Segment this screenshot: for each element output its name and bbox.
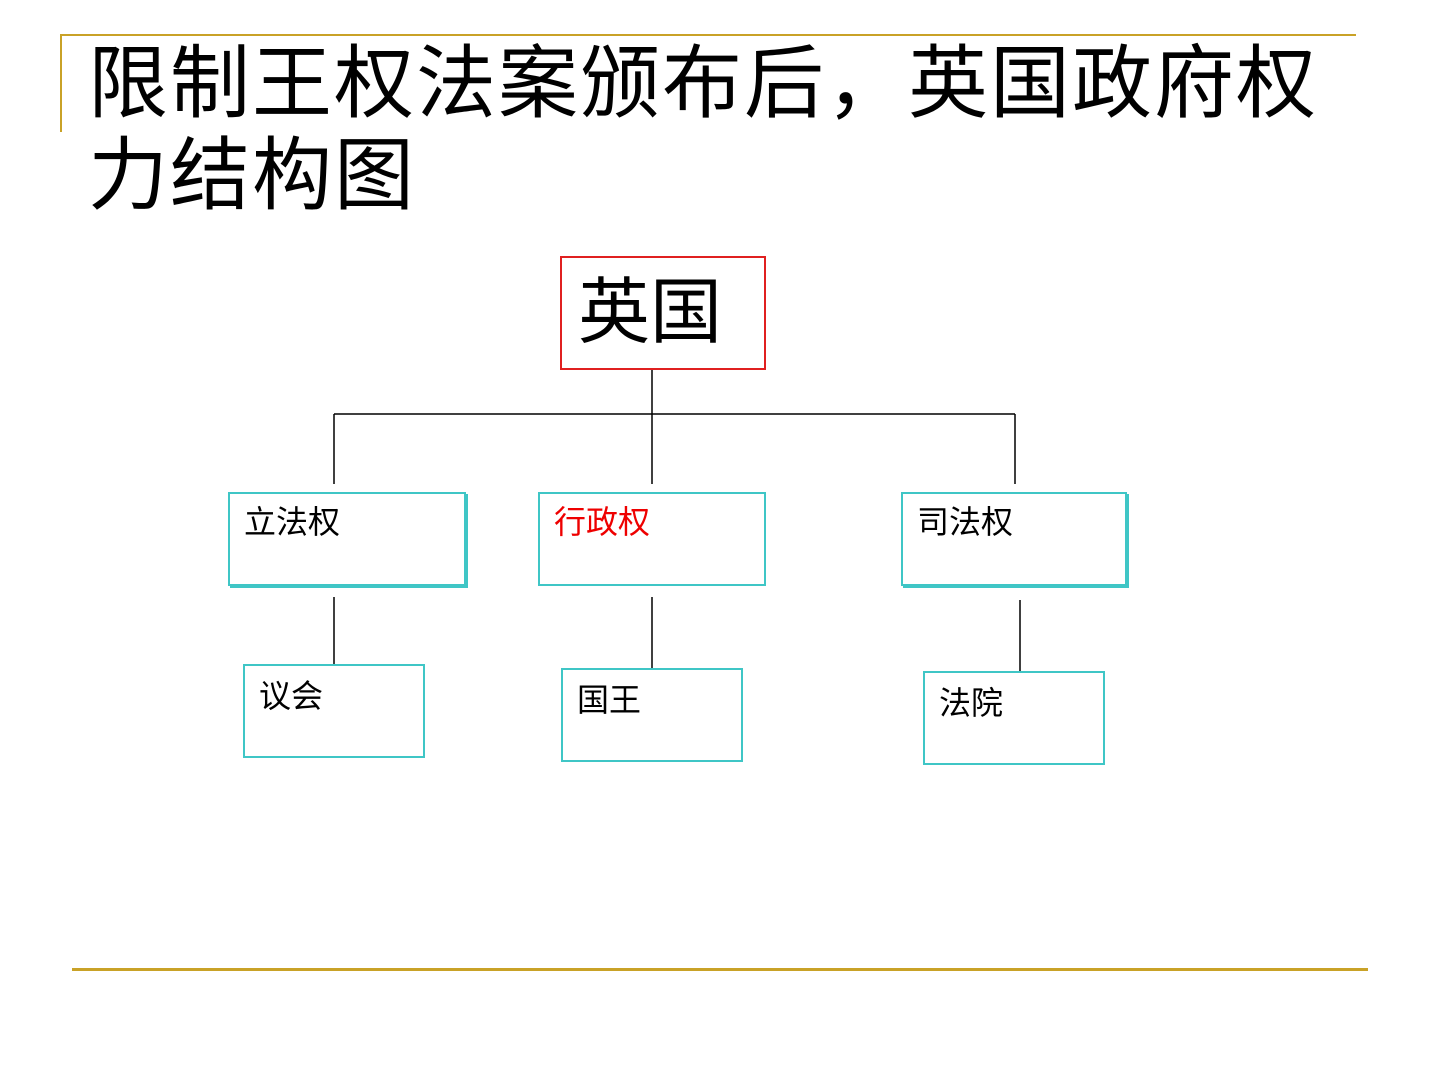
node-parliament: 议会 [243, 664, 425, 758]
slide-title: 限制王权法案颁布后，英国政府权力结构图 [88, 37, 1318, 222]
node-court-label: 法院 [939, 684, 1004, 722]
node-legislative-power-label: 立法权 [244, 503, 341, 541]
node-king: 国王 [561, 668, 743, 762]
node-judicial-power: 司法权 [901, 492, 1127, 586]
node-parliament-label: 议会 [259, 677, 324, 715]
bottom-rule [72, 968, 1368, 971]
node-legislative-power: 立法权 [228, 492, 466, 586]
left-rule [60, 34, 62, 132]
node-executive-power: 行政权 [538, 492, 766, 586]
top-rule [60, 34, 1356, 36]
node-executive-power-label: 行政权 [554, 503, 651, 541]
node-king-label: 国王 [577, 681, 642, 719]
node-court: 法院 [923, 671, 1105, 765]
node-judicial-power-label: 司法权 [917, 503, 1014, 541]
node-uk-label: 英国 [578, 270, 723, 354]
node-uk: 英国 [560, 256, 766, 370]
